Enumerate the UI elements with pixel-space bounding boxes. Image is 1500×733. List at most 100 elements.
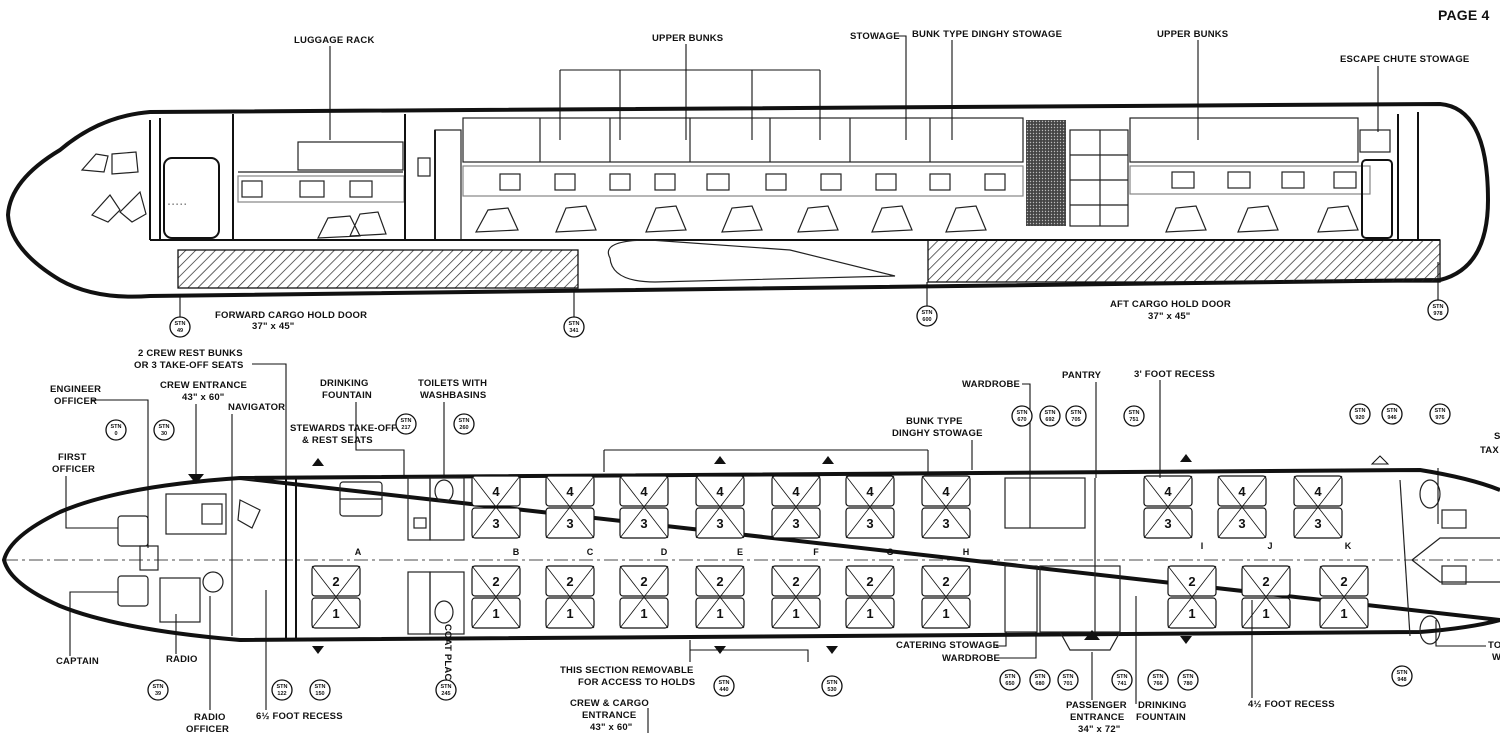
- seat-number: 3: [492, 516, 499, 531]
- aft-cargo-door-size: 37" x 45": [1148, 311, 1191, 322]
- seat-pair: 21: [545, 565, 595, 629]
- stewards-seats: [339, 481, 383, 517]
- row-letter: H: [963, 547, 970, 557]
- toilets: [407, 477, 465, 635]
- svg-text:741: 741: [1117, 681, 1126, 687]
- svg-text:530: 530: [827, 687, 836, 693]
- svg-text:STN: STN: [1017, 410, 1028, 416]
- svg-text:STN: STN: [1153, 674, 1164, 680]
- drinking-fountain-aft-label-1: DRINKING: [1138, 700, 1187, 711]
- seat-number: 4: [1164, 484, 1172, 499]
- drinking-fountain-fwd-label-2: FOUNTAIN: [322, 390, 372, 401]
- seat-pair: 21: [771, 565, 821, 629]
- row-letter: A: [355, 547, 362, 557]
- svg-text:751: 751: [1129, 417, 1138, 423]
- seat-number: 1: [566, 606, 573, 621]
- station-marker: STN 341: [563, 290, 585, 338]
- crew-entrance-size: 43" x 60": [182, 392, 225, 403]
- crew-cargo-size: 43" x 60": [590, 722, 633, 733]
- escape-chute-label: ESCAPE CHUTE STOWAGE: [1340, 54, 1469, 65]
- row-letter: K: [1345, 541, 1352, 551]
- svg-text:766: 766: [1153, 681, 1162, 687]
- seat-number: 3: [1314, 516, 1321, 531]
- crew-rest-label-2: OR 3 TAKE-OFF SEATS: [134, 360, 244, 371]
- station-marker: STN 600: [916, 282, 938, 327]
- navigator-label: NAVIGATOR: [228, 402, 285, 413]
- seat-pair: 43: [1143, 475, 1193, 539]
- row-letter: G: [886, 547, 893, 557]
- rear-cone: [1399, 479, 1500, 645]
- svg-text:150: 150: [315, 691, 324, 697]
- svg-text:946: 946: [1387, 415, 1396, 421]
- cut-off-label-4: W: [1492, 652, 1500, 663]
- seat-pair: 21: [619, 565, 669, 629]
- stations-top: STN0STN30STN217STN260STN670STN692STN705S…: [105, 403, 1451, 441]
- seat-number: 4: [1238, 484, 1246, 499]
- svg-text:STN: STN: [569, 321, 580, 327]
- radio-officer-label-1: RADIO: [194, 712, 226, 723]
- aft-dense-bulkhead: [1026, 120, 1066, 226]
- upper-bunks-forward: [462, 117, 1024, 163]
- coat-place-label: COAT PLACE: [442, 624, 453, 687]
- svg-text:260: 260: [459, 425, 468, 431]
- svg-text:STN: STN: [1355, 408, 1366, 414]
- svg-text:STN: STN: [159, 424, 170, 430]
- svg-text:705: 705: [1071, 417, 1080, 423]
- forward-cabin-windows: [241, 180, 373, 198]
- station-marker: STN 978: [1427, 262, 1449, 321]
- svg-text:STN: STN: [401, 418, 412, 424]
- stewards-label-2: & REST SEATS: [302, 435, 373, 446]
- seat-pair: 21: [1319, 565, 1369, 629]
- svg-text:STN: STN: [1433, 304, 1444, 310]
- pantry-label: PANTRY: [1062, 370, 1102, 381]
- seat-number: 4: [566, 484, 574, 499]
- stowage-label: STOWAGE: [850, 31, 900, 42]
- cockpit-area: [117, 486, 261, 636]
- cockpit-windows: [80, 151, 139, 175]
- door-markers: [312, 454, 1192, 654]
- aft-cargo-door-label: AFT CARGO HOLD DOOR: [1110, 299, 1231, 310]
- four-half-foot-recess-label: 4½ FOOT RECESS: [1248, 699, 1335, 710]
- crew-cargo-label-2: ENTRANCE: [582, 710, 636, 721]
- svg-text:STN: STN: [441, 684, 452, 690]
- seat-number: 1: [1340, 606, 1347, 621]
- svg-text:STN: STN: [315, 684, 326, 690]
- svg-text:STN: STN: [1045, 410, 1056, 416]
- svg-text:STN: STN: [1117, 674, 1128, 680]
- seat-number: 2: [566, 574, 573, 589]
- svg-text:STN: STN: [1397, 670, 1408, 676]
- cockpit-seats: [90, 190, 147, 223]
- svg-text:680: 680: [1035, 681, 1044, 687]
- passenger-entrance-size: 34" x 72": [1078, 724, 1121, 733]
- seat-number: 4: [492, 484, 500, 499]
- seat-number: 1: [1188, 606, 1195, 621]
- svg-text:STN: STN: [277, 684, 288, 690]
- seat-pair: 43: [1293, 475, 1343, 539]
- seat-pair: 43: [771, 475, 821, 539]
- seat-pair: 21: [845, 565, 895, 629]
- section-removable-label-2: FOR ACCESS TO HOLDS: [578, 677, 695, 688]
- cut-off-label-3: TO: [1488, 640, 1500, 651]
- svg-text:STN: STN: [153, 684, 164, 690]
- three-foot-recess-label: 3' FOOT RECESS: [1134, 369, 1215, 380]
- seat-number: 2: [492, 574, 499, 589]
- seat-pair: 43: [921, 475, 971, 539]
- crew-entrance-door: [163, 157, 220, 239]
- seat-number: 2: [942, 574, 949, 589]
- seat-number: 4: [942, 484, 950, 499]
- seat-number: 4: [792, 484, 800, 499]
- svg-text:650: 650: [1005, 681, 1014, 687]
- upper-bunks-aft: [1129, 117, 1359, 163]
